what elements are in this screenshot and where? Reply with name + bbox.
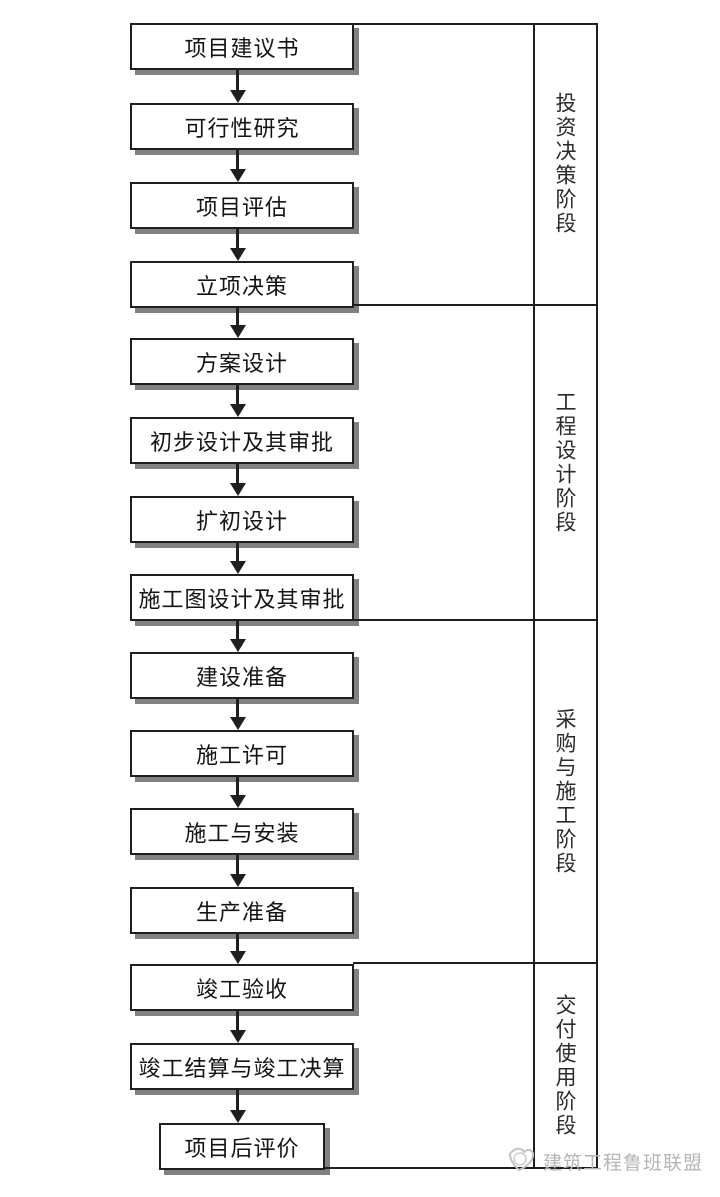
- arrow-head: [229, 639, 246, 652]
- flow-arrow-down-icon: [229, 934, 246, 964]
- flow-step-construction-permit: 施工许可: [130, 730, 354, 777]
- arrow-stem: [236, 934, 239, 951]
- flow-arrow-down-icon: [229, 855, 246, 887]
- phase-label-engineering-design: 工程设计阶段: [553, 390, 577, 535]
- flow-step-construction-install: 施工与安装: [130, 808, 354, 855]
- flow-step-label: 项目建议书: [184, 36, 300, 62]
- flow-step-label: 生产准备: [195, 900, 288, 926]
- arrow-head: [229, 325, 246, 338]
- phase-divider-3: [353, 962, 598, 964]
- arrow-head: [229, 1110, 246, 1123]
- arrow-stem: [236, 777, 239, 795]
- flow-step-label: 施工与安装: [184, 821, 300, 847]
- phase-divider-2: [353, 619, 598, 621]
- arrow-stem: [236, 699, 239, 717]
- phase-divider-bottom: [323, 1167, 598, 1169]
- arrow-stem: [236, 464, 239, 483]
- arrow-head: [229, 951, 246, 964]
- watermark-text: 建筑工程鲁班联盟: [543, 1151, 704, 1174]
- flow-step-preliminary-design: 初步设计及其审批: [130, 417, 354, 464]
- flow-arrow-down-icon: [229, 621, 246, 652]
- arrow-stem: [236, 855, 239, 874]
- flow-step-construction-drawings: 施工图设计及其审批: [130, 574, 354, 621]
- flow-arrow-down-icon: [229, 70, 246, 103]
- flow-step-feasibility-study: 可行性研究: [130, 103, 354, 150]
- flow-arrow-down-icon: [229, 385, 246, 417]
- watermark: 建筑工程鲁班联盟: [506, 1144, 703, 1178]
- flow-step-label: 扩初设计: [195, 509, 288, 535]
- arrow-head: [229, 717, 246, 730]
- arrow-stem: [236, 70, 239, 90]
- arrow-stem: [236, 308, 239, 325]
- arrow-head: [229, 1030, 246, 1043]
- arrow-head: [229, 561, 246, 574]
- arrow-stem: [236, 621, 239, 639]
- arrow-head: [229, 248, 246, 261]
- flow-arrow-down-icon: [229, 150, 246, 182]
- phase-column-left-line: [533, 23, 535, 1169]
- flow-step-label: 可行性研究: [184, 116, 300, 142]
- phase-column-right-line: [596, 23, 598, 1169]
- arrow-stem: [236, 229, 239, 248]
- flow-arrow-down-icon: [229, 699, 246, 730]
- arrow-head: [229, 90, 246, 103]
- arrow-stem: [236, 543, 239, 561]
- flow-step-label: 竣工结算与竣工决算: [138, 1056, 346, 1082]
- flow-arrow-down-icon: [229, 777, 246, 808]
- flow-step-scheme-design: 方案设计: [130, 338, 354, 385]
- flow-step-approval-decision: 立项决策: [130, 261, 354, 308]
- flow-step-label: 立项决策: [195, 274, 288, 300]
- flow-arrow-down-icon: [229, 1011, 246, 1043]
- arrow-stem: [236, 1011, 239, 1030]
- flow-step-label: 项目后评价: [184, 1136, 300, 1162]
- phase-label-investment-decision: 投资决策阶段: [553, 91, 577, 236]
- flow-step-expanded-design: 扩初设计: [130, 496, 354, 543]
- flow-arrow-down-icon: [229, 1090, 246, 1123]
- flow-arrow-down-icon: [229, 464, 246, 496]
- flow-step-project-proposal: 项目建议书: [130, 23, 354, 70]
- flow-step-completion-settlement: 竣工结算与竣工决算: [130, 1043, 354, 1090]
- flow-arrow-down-icon: [229, 543, 246, 574]
- phase-divider-1: [353, 304, 598, 306]
- arrow-stem: [236, 385, 239, 404]
- flow-step-label: 方案设计: [195, 351, 288, 377]
- luban-logo-icon: [506, 1144, 540, 1178]
- flow-step-label: 竣工验收: [195, 977, 288, 1003]
- flow-arrow-down-icon: [229, 308, 246, 338]
- arrow-stem: [236, 150, 239, 169]
- flow-step-production-prep: 生产准备: [130, 887, 354, 934]
- arrow-head: [229, 483, 246, 496]
- phase-divider-top: [353, 23, 598, 25]
- flow-step-completion-acceptance: 竣工验收: [130, 964, 354, 1011]
- flow-step-post-evaluation: 项目后评价: [159, 1123, 325, 1170]
- flow-step-label: 初步设计及其审批: [149, 430, 334, 456]
- flow-step-label: 施工许可: [195, 743, 288, 769]
- phase-label-procurement-construction: 采购与施工阶段: [553, 707, 577, 876]
- arrow-stem: [236, 1090, 239, 1110]
- flow-step-label: 项目评估: [195, 195, 288, 221]
- arrow-head: [229, 874, 246, 887]
- flow-step-label: 施工图设计及其审批: [138, 587, 346, 613]
- flow-step-label: 建设准备: [195, 665, 288, 691]
- flow-step-construction-prep: 建设准备: [130, 652, 354, 699]
- phase-label-delivery-use: 交付使用阶段: [553, 993, 577, 1138]
- arrow-head: [229, 169, 246, 182]
- flow-step-project-evaluation: 项目评估: [130, 182, 354, 229]
- flow-arrow-down-icon: [229, 229, 246, 261]
- arrow-head: [229, 404, 246, 417]
- arrow-head: [229, 795, 246, 808]
